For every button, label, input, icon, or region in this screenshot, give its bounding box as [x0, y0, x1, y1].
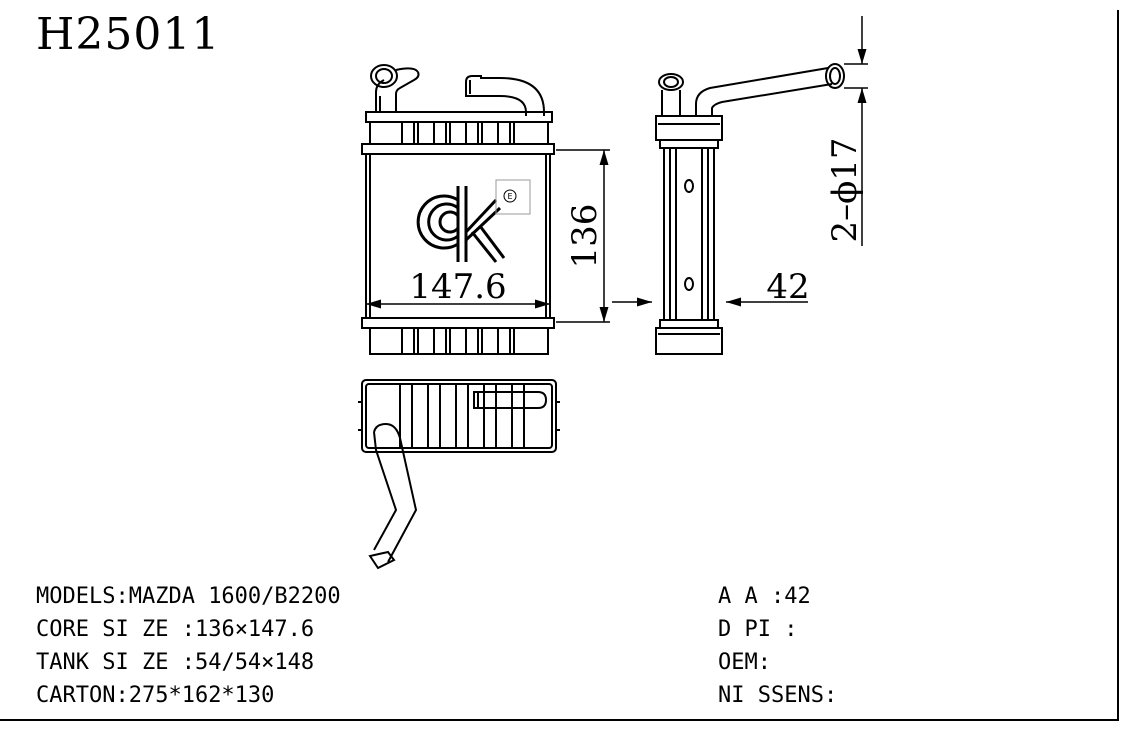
spec-label: D PI : [718, 617, 798, 642]
side-pipes [658, 63, 845, 116]
spec-value: 42 [784, 584, 811, 609]
frame-border-right [1117, 10, 1119, 720]
pipe-dimension [844, 16, 868, 246]
width-dimension-label: 147.6 [409, 267, 506, 307]
spec-value: 54/54×148 [194, 650, 315, 675]
brand-logo: E [416, 179, 531, 263]
spec-value: MAZDA 1600/B2200 [128, 584, 341, 609]
spec-value: 136×147.6 [194, 617, 315, 642]
front-view [361, 64, 555, 355]
spec-carton: CARTON:275*162*130 [36, 679, 341, 712]
front-inlet-pipe [370, 64, 420, 112]
spec-label: TANK SI ZE : [36, 650, 195, 675]
spec-label: OEM: [718, 650, 771, 675]
height-dimension [556, 149, 610, 323]
top-tank-ribs [401, 121, 515, 145]
part-number: H25011 [36, 9, 221, 60]
depth-dimension-label: 42 [766, 267, 809, 307]
spec-label: A A : [718, 584, 785, 609]
spec-label: CARTON: [36, 683, 129, 708]
spec-aa: A A :42 [718, 580, 837, 613]
spec-label: CORE SI ZE : [36, 617, 195, 642]
side-view [655, 63, 845, 355]
top-view [358, 379, 560, 570]
spec-models: MODELS:MAZDA 1600/B2200 [36, 580, 341, 613]
spec-nissens: NI SSENS: [718, 679, 837, 712]
frame-border-bottom [0, 719, 1119, 721]
height-dimension-label: 136 [565, 204, 605, 269]
top-view-ribs [399, 384, 525, 448]
spec-core-size: CORE SI ZE :136×147.6 [36, 613, 341, 646]
bottom-tank-ribs [401, 327, 515, 355]
spec-value: 275*162*130 [128, 683, 275, 708]
front-outlet-pipe [465, 75, 545, 116]
specs-left: MODELS:MAZDA 1600/B2200 CORE SI ZE :136×… [36, 580, 341, 712]
spec-oem: OEM: [718, 646, 837, 679]
pipe-dimension-label: 2–ϕ17 [825, 137, 865, 242]
logo-registered-mark: E [507, 192, 512, 201]
spec-label: MODELS: [36, 584, 129, 609]
spec-tank-size: TANK SI ZE :54/54×148 [36, 646, 341, 679]
spec-dpi: D PI : [718, 613, 837, 646]
specs-right: A A :42 D PI : OEM: NI SSENS: [718, 580, 837, 712]
spec-label: NI SSENS: [718, 683, 838, 708]
